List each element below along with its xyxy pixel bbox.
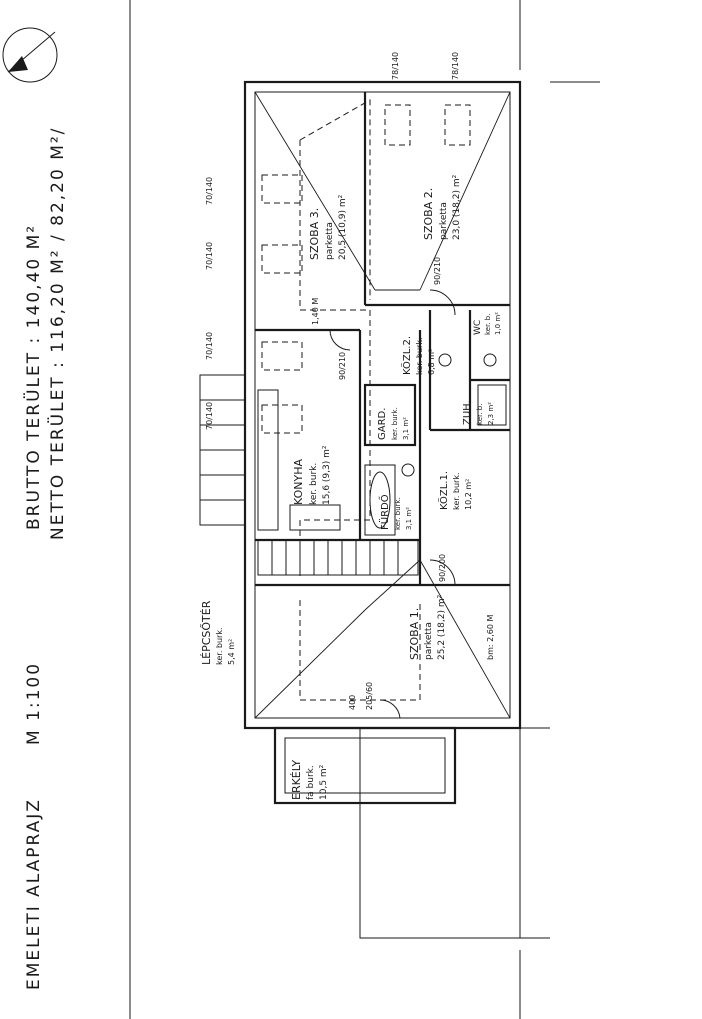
svg-text:1,0 m²: 1,0 m² (494, 312, 502, 335)
svg-text:15,6 (9,3) m²: 15,6 (9,3) m² (322, 445, 332, 505)
balcony-door-dim-b: 205/60 (365, 682, 374, 710)
brutto-area: BRUTTO TERÜLET : 140,40 M² (24, 223, 44, 530)
room-label-szoba2: SZOBA 2. (422, 188, 435, 240)
svg-text:5,4 m²: 5,4 m² (227, 639, 236, 665)
room-label-kozl1: KÖZL.1. (437, 471, 450, 510)
bathtub (364, 464, 396, 536)
svg-text:ker. burk.: ker. burk. (391, 407, 399, 440)
roof-ridge-lines (254, 91, 511, 719)
room-label-kozl2: KÖZL.2. (400, 336, 413, 375)
window-dim-top-1: 78/140 (391, 52, 400, 80)
north-arrow-icon (2, 27, 58, 83)
plan-scale: M 1:100 (24, 661, 44, 745)
svg-text:6,8 m²: 6,8 m² (427, 349, 436, 375)
room-label-szoba3: SZOBA 3. (308, 208, 321, 260)
svg-text:3,1 m²: 3,1 m² (402, 417, 410, 440)
door-dim-szoba2: 90/210 (433, 257, 442, 285)
room-label-wc: WC (473, 320, 483, 335)
window-dim-side-2: 70/140 (205, 242, 214, 270)
balcony-door-dim-a: 400 (348, 695, 357, 710)
window-dim-side-1: 70/140 (205, 177, 214, 205)
room-label-konyha: KONYHA (292, 459, 305, 505)
svg-text:25,2 (18,2) m²: 25,2 (18,2) m² (437, 594, 447, 660)
svg-text:parketta: parketta (439, 202, 449, 240)
height-note-140: 1,40 M (311, 298, 320, 325)
door-dim-szoba1: 90/200 (438, 554, 447, 582)
room-label-gard: GARD. (377, 408, 388, 440)
skylights (261, 104, 471, 434)
svg-text:20,5 (10,9) m²: 20,5 (10,9) m² (338, 194, 348, 260)
svg-text:parketta: parketta (325, 222, 335, 260)
staircase (257, 539, 419, 576)
svg-text:3,1 m²: 3,1 m² (405, 507, 413, 530)
wardrobe-box (363, 383, 417, 447)
svg-text:parketta: parketta (424, 622, 434, 660)
svg-text:ker. burk.: ker. burk. (215, 627, 224, 665)
window-dim-side-4: 70/140 (205, 402, 214, 430)
svg-text:fa burk.: fa burk. (306, 765, 316, 800)
window-dim-top-2: 78/140 (451, 52, 460, 80)
svg-text:10,2 m²: 10,2 m² (464, 479, 473, 510)
window-dim-side-3: 70/140 (205, 332, 214, 360)
svg-text:ker. b.: ker. b. (476, 404, 484, 425)
door-swings (329, 289, 456, 719)
height-note-260: bm: 2,60 M (486, 615, 495, 660)
door-dim-konyha: 90/210 (338, 352, 347, 380)
netto-area: NETTO TERÜLET : 116,20 M² / 82,20 M²/ (48, 126, 68, 540)
svg-text:ker. burk.: ker. burk. (394, 497, 402, 530)
svg-text:ker. burk.: ker. burk. (452, 472, 461, 510)
svg-text:2,3 m²: 2,3 m² (487, 402, 495, 425)
svg-text:10,5 m²: 10,5 m² (319, 764, 329, 800)
terrace-outline (359, 727, 521, 939)
room-label-erkely: ERKÉLY (290, 760, 303, 800)
kitchen-counter (257, 389, 279, 531)
plan-title: EMELETI ALAPRAJZ (24, 798, 44, 990)
svg-text:ker. burk.: ker. burk. (309, 463, 319, 505)
room-label-furdo: FÜRDŐ (377, 494, 391, 530)
room-label-szoba1: SZOBA 1. (408, 608, 421, 660)
room-label-zuh: ZUH. (462, 400, 473, 425)
svg-text:ker. burk.: ker. burk. (415, 337, 424, 375)
room-label-lepcso: LÉPCSŐTÉR (199, 600, 213, 665)
svg-text:23,0 (18,2) m²: 23,0 (18,2) m² (452, 174, 462, 240)
svg-text:ker. b.: ker. b. (484, 314, 492, 335)
